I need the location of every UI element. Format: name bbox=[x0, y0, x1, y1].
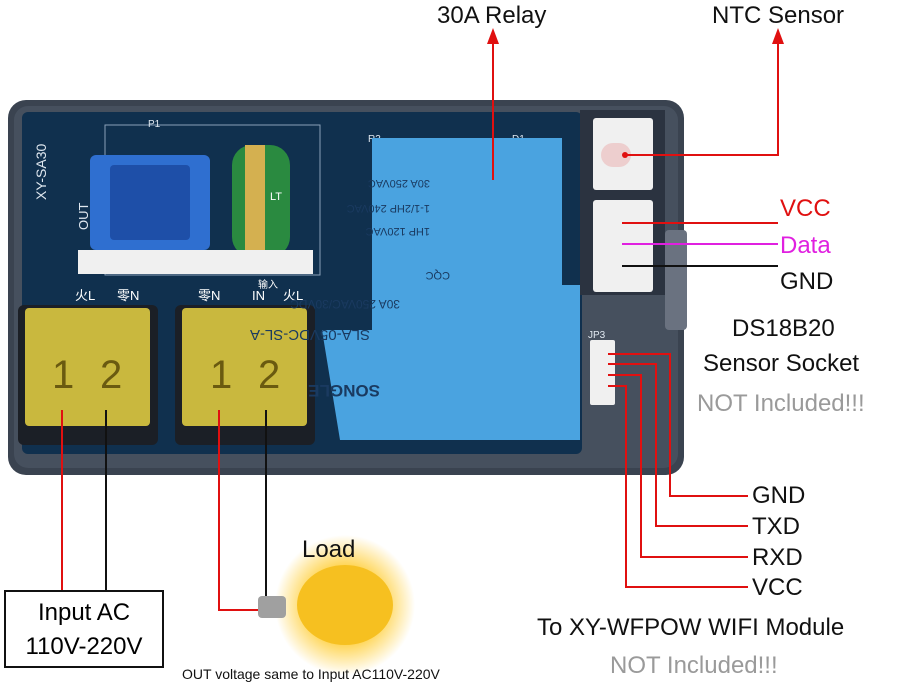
jp3-silk-text: JP3 bbox=[588, 330, 606, 341]
bulb-base bbox=[258, 596, 286, 618]
wifi-vcc-label: VCC bbox=[752, 574, 803, 601]
not-included-label-2: NOT Included!!! bbox=[610, 652, 778, 679]
term-right-cn: 输入 bbox=[258, 278, 278, 291]
output-l-wire bbox=[218, 410, 262, 611]
relay-text-2: 1-1/2HP 240VAC bbox=[347, 202, 430, 214]
relay-text-1: 30A 250VAC bbox=[368, 177, 430, 189]
board-model-text: XY-SA30 bbox=[33, 143, 49, 200]
bulb-glass bbox=[297, 565, 393, 645]
terminal-block-right bbox=[182, 308, 307, 426]
ntc-connector-port bbox=[601, 143, 631, 167]
term-left-l: 火L bbox=[75, 288, 95, 303]
wifi-txd-label: TXD bbox=[752, 513, 800, 540]
terminal-block-left bbox=[25, 308, 150, 426]
ds18b20-label: DS18B20 bbox=[732, 315, 835, 342]
terminal-left-2: 2 bbox=[100, 353, 122, 397]
relay-brand: SONGLE bbox=[308, 381, 380, 400]
case-clip bbox=[665, 230, 687, 330]
relay-arrow-head bbox=[487, 28, 499, 44]
component-bar bbox=[78, 250, 313, 274]
terminal-left-1: 1 bbox=[52, 353, 74, 397]
term-left-n: 零N bbox=[117, 288, 139, 303]
gnd-top-label: GND bbox=[780, 268, 834, 295]
wifi-gnd-wire bbox=[608, 353, 748, 497]
transformer-core bbox=[110, 165, 190, 240]
relay-label: 30A Relay bbox=[437, 2, 547, 29]
wifi-vcc-wire bbox=[608, 385, 748, 588]
wifi-txd-wire bbox=[608, 363, 748, 527]
sensor-socket-label: Sensor Socket bbox=[703, 350, 860, 377]
relay-text-3: 1HP 120VAC bbox=[366, 225, 430, 237]
wifi-module-label: To XY-WFPOW WIFI Module bbox=[537, 614, 845, 641]
not-included-label-1: NOT Included!!! bbox=[697, 390, 865, 417]
terminal-right-1: 1 bbox=[210, 353, 232, 397]
data-label: Data bbox=[780, 232, 831, 259]
input-ac-line2: 110V-220V bbox=[25, 633, 143, 660]
wifi-rxd-label: RXD bbox=[752, 544, 803, 571]
vcc-top-label: VCC bbox=[780, 195, 831, 222]
ntc-arrow-head bbox=[772, 28, 784, 44]
relay-cqc: CQC bbox=[426, 269, 451, 281]
ntc-arrow-line bbox=[625, 38, 779, 156]
relay-text-4: 30A 250VAC/30VDC bbox=[290, 297, 400, 311]
wifi-connector bbox=[590, 340, 615, 405]
wifi-rxd-wire bbox=[608, 374, 748, 558]
term-right-in: IN bbox=[252, 288, 265, 303]
relay-body bbox=[322, 138, 580, 440]
input-ac-box: Input AC 110V-220V bbox=[4, 590, 164, 668]
wifi-gnd-label: GND bbox=[752, 482, 806, 509]
relay-text-5: SLA-05VDC-SL-A bbox=[250, 326, 370, 343]
input-ac-line1: Input AC bbox=[37, 599, 131, 626]
p1-silk-text: P1 bbox=[148, 119, 161, 130]
term-right-l: 火L bbox=[283, 288, 303, 303]
term-right-n: 零N bbox=[198, 288, 220, 303]
ds18b20-connector bbox=[593, 200, 653, 292]
load-label: Load bbox=[302, 536, 356, 563]
output-voltage-note: OUT voltage same to Input AC110V-220V bbox=[182, 666, 440, 682]
out-silk-text: OUT bbox=[76, 203, 91, 231]
capacitor-stripe bbox=[245, 145, 265, 257]
terminal-right-2: 2 bbox=[258, 353, 280, 397]
ntc-dot bbox=[622, 152, 628, 158]
capacitor-text: LT bbox=[270, 191, 282, 203]
ntc-label: NTC Sensor bbox=[712, 2, 845, 29]
